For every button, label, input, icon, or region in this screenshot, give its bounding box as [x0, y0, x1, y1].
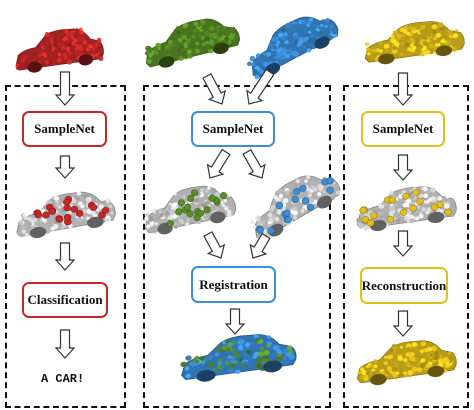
car-sampled-registration-target [250, 174, 341, 241]
car-output-registration [180, 333, 297, 382]
arrow-rec-4 [392, 310, 414, 337]
arrow-rec-1 [392, 72, 414, 106]
car-input-blue [247, 16, 339, 80]
samplenet-box-classification: SampleNet [22, 111, 107, 147]
car-input-green [144, 18, 240, 68]
registration-label: Registration [199, 276, 268, 292]
arrow-reg-join-source [203, 231, 226, 259]
car-output-reconstruction [356, 340, 457, 386]
samplenet-box-reconstruction: SampleNet [361, 111, 445, 147]
arrow-class-1 [54, 71, 76, 106]
classification-box: Classification [22, 282, 108, 318]
samplenet-label-classification: SampleNet [34, 121, 95, 136]
arrow-reg-out-target [242, 148, 266, 179]
arrow-reg-join-target [249, 232, 271, 259]
samplenet-box-registration: SampleNet [191, 111, 275, 147]
car-input-yellow [364, 21, 465, 65]
registration-box: Registration [191, 266, 276, 303]
arrow-reg-out-source [206, 148, 231, 179]
classification-label: Classification [27, 292, 103, 307]
car-layer [15, 16, 465, 386]
samplenet-label-reconstruction: SampleNet [372, 121, 434, 136]
car-sampled-reconstruction [356, 186, 457, 232]
samplenet-label-registration: SampleNet [202, 121, 264, 136]
arrow-reg-in-source [202, 73, 227, 105]
arrow-class-3 [54, 242, 76, 271]
reconstruction-box: Reconstruction [360, 267, 448, 304]
arrow-class-4 [54, 329, 76, 359]
arrow-reg-output [224, 308, 246, 335]
car-sampled-classification [16, 191, 116, 239]
arrow-rec-2 [392, 154, 414, 181]
panel-registration [143, 85, 331, 408]
arrow-class-2 [54, 155, 76, 179]
car-sampled-registration-source [144, 185, 237, 235]
arrow-rec-3 [392, 230, 414, 257]
reconstruction-label: Reconstruction [361, 277, 447, 293]
arrow-reg-in-target [246, 68, 275, 105]
arrow-layer [54, 68, 414, 359]
classification-result: A CAR! [41, 372, 85, 386]
car-input-red [15, 27, 104, 73]
